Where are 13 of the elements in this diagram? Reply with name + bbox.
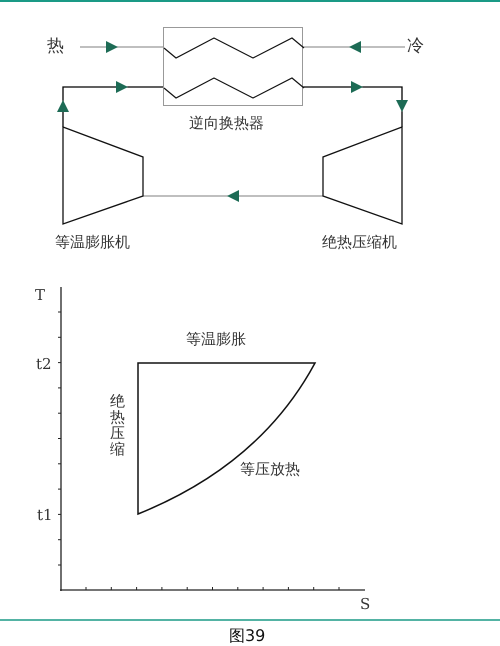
stream-label: 冷 bbox=[407, 37, 424, 55]
stream-label: 热 bbox=[47, 37, 64, 55]
tick-label: t2 bbox=[36, 355, 52, 373]
tick-label: t1 bbox=[37, 506, 53, 524]
process-label: 等压放热 bbox=[240, 460, 300, 478]
axis-label: S bbox=[360, 595, 370, 613]
component-label: 逆向换热器 bbox=[189, 114, 264, 132]
component-label: 绝热压缩机 bbox=[322, 233, 397, 251]
component-label: 等温膨胀机 bbox=[55, 233, 130, 251]
process-label: 等温膨胀 bbox=[186, 330, 246, 348]
figure-caption: 图39 bbox=[229, 627, 266, 645]
axis-label: T bbox=[35, 286, 46, 304]
process-label: 绝热压缩 bbox=[110, 393, 126, 457]
